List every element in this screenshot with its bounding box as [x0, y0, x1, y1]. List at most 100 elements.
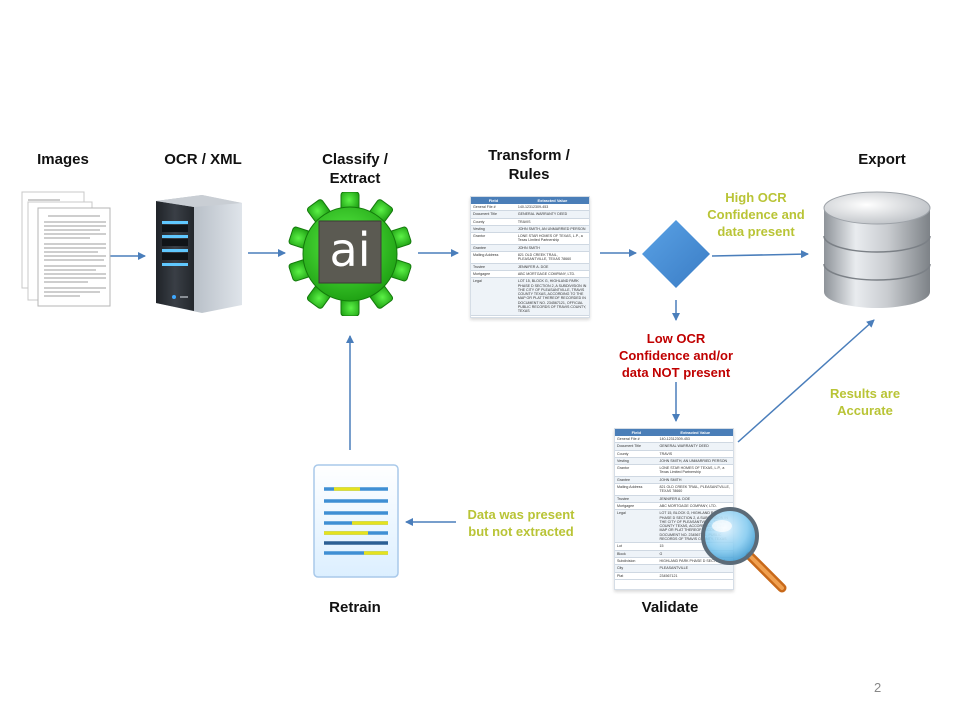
field-name-cell: Mortgagee: [471, 270, 516, 279]
stage-validate-label: Validate: [641, 599, 699, 616]
stage-classify-line2: Extract: [329, 170, 381, 187]
note-high-line2: Confidence and: [707, 207, 805, 222]
retrain-document-icon: [313, 464, 399, 578]
validate-table: Field Extracted Value General File #140-…: [614, 428, 734, 590]
field-name-cell: Grantor: [615, 464, 658, 477]
note-low-confidence: Low OCR Confidence and/or data NOT prese…: [606, 330, 746, 381]
field-value-cell: TRAVIS: [515, 218, 589, 226]
field-value-cell: LONE STAR HOMES OF TEXAS, L.P., a Texas …: [515, 232, 589, 245]
note-low-line3: data NOT present: [621, 365, 731, 380]
field-name-cell: Plat: [615, 572, 658, 580]
stage-transform-line1: Transform /: [488, 147, 570, 164]
note-results-accurate: Results are Accurate: [810, 385, 920, 419]
note-high-line3: data present: [717, 224, 795, 239]
stage-export-label: Export: [858, 151, 906, 168]
field-name-cell: Document Title: [615, 442, 658, 451]
field-name-cell: Legal: [471, 277, 516, 316]
note-not-extracted: Data was present but not extracted: [460, 506, 582, 540]
note-accurate-line2: Accurate: [837, 403, 893, 418]
stage-transform-label: Transform / Rules: [470, 146, 588, 184]
field-value-cell: 15: [657, 542, 733, 551]
validate-table-header-field: Field: [615, 429, 658, 436]
field-name-cell: Grantor: [471, 232, 516, 245]
field-value-cell: 234567121: [657, 572, 733, 580]
extract-table-header-field: Field: [471, 197, 516, 204]
note-notextracted-line1: Data was present: [467, 507, 575, 522]
note-accurate-line1: Results are: [829, 386, 901, 401]
field-value-cell: 140-12312309-453: [515, 204, 589, 212]
arrow-validate-export: [737, 319, 875, 443]
stage-transform-line2: Rules: [508, 166, 550, 183]
field-name-cell: Vesting: [615, 457, 658, 466]
field-name-cell: Block: [615, 550, 658, 558]
field-value-cell: G: [657, 550, 733, 558]
note-high-line1: High OCR: [725, 190, 787, 205]
magnifier-icon: [701, 507, 787, 593]
note-high-confidence: High OCR Confidence and data present: [696, 189, 816, 240]
field-value-cell: 821 OLD CREEK TRAIL, PLEASANTVILLE, TEXA…: [515, 251, 589, 264]
database-icon: [823, 191, 931, 308]
note-notextracted-line2: but not extracted: [468, 524, 574, 539]
field-name-cell: County: [471, 218, 516, 226]
field-value-cell: PLEASANTVILLE: [657, 564, 733, 573]
stage-retrain-label: Retrain: [329, 599, 381, 616]
field-name-cell: City: [615, 564, 658, 573]
note-low-line2: Confidence and/or: [618, 348, 734, 363]
note-low-line1: Low OCR: [646, 331, 706, 346]
field-value-cell: JOHN SMITH: [657, 476, 733, 485]
field-value-cell: 140-12312309-453: [657, 436, 733, 444]
field-value-cell: LOT 15, BLOCK G, HIGHLAND PARK PHASE D S…: [515, 277, 589, 316]
field-name-cell: Mailing Address: [615, 483, 658, 496]
stage-classify-line1: Classify /: [322, 151, 388, 168]
stage-classify-label: Classify / Extract: [300, 150, 410, 188]
field-name-cell: Document Title: [471, 210, 516, 219]
field-value-cell: ABC MORTGAGE COMPANY, LTD.: [657, 502, 733, 511]
documents-icon: [21, 191, 111, 307]
field-value-cell: GENERAL WARRANTY DEED: [515, 210, 589, 219]
field-name-cell: Vesting: [471, 225, 516, 234]
server-icon: [156, 195, 242, 313]
field-name-cell: General File #: [615, 436, 658, 444]
field-value-cell: JOHN SMITH, AN UNMARRIED PERSON: [657, 457, 733, 466]
field-value-cell: GENERAL WARRANTY DEED: [657, 442, 733, 451]
extract-table-header-value: Extracted Value: [515, 197, 589, 204]
field-value-cell: JENNIFER A. DOE: [515, 263, 589, 271]
field-name-cell: County: [615, 450, 658, 458]
ai-gear-icon: [287, 192, 413, 316]
field-name-cell: Grantee: [471, 244, 516, 253]
ai-logo-text: ai: [329, 223, 371, 277]
field-value-cell: 821 OLD CREEK TRAIL, PLEASANTVILLE, TEXA…: [657, 483, 733, 496]
field-value-cell: JOHN SMITH: [515, 244, 589, 253]
validate-table-row: General File #140-12312309-453: [615, 436, 733, 444]
extract-table-row: General File #140-12312309-453: [471, 204, 589, 212]
field-name-cell: Legal: [615, 509, 658, 544]
field-value-cell: JOHN SMITH, AN UNMARRIED PERSON: [515, 225, 589, 234]
validate-table-header-value: Extracted Value: [657, 429, 733, 436]
field-name-cell: Trustee: [615, 495, 658, 503]
field-name-cell: Mailing Address: [471, 251, 516, 264]
field-name-cell: General File #: [471, 204, 516, 212]
page-number: 2: [874, 680, 882, 695]
field-name-cell: Lot: [615, 542, 658, 551]
field-name-cell: Trustee: [471, 263, 516, 271]
